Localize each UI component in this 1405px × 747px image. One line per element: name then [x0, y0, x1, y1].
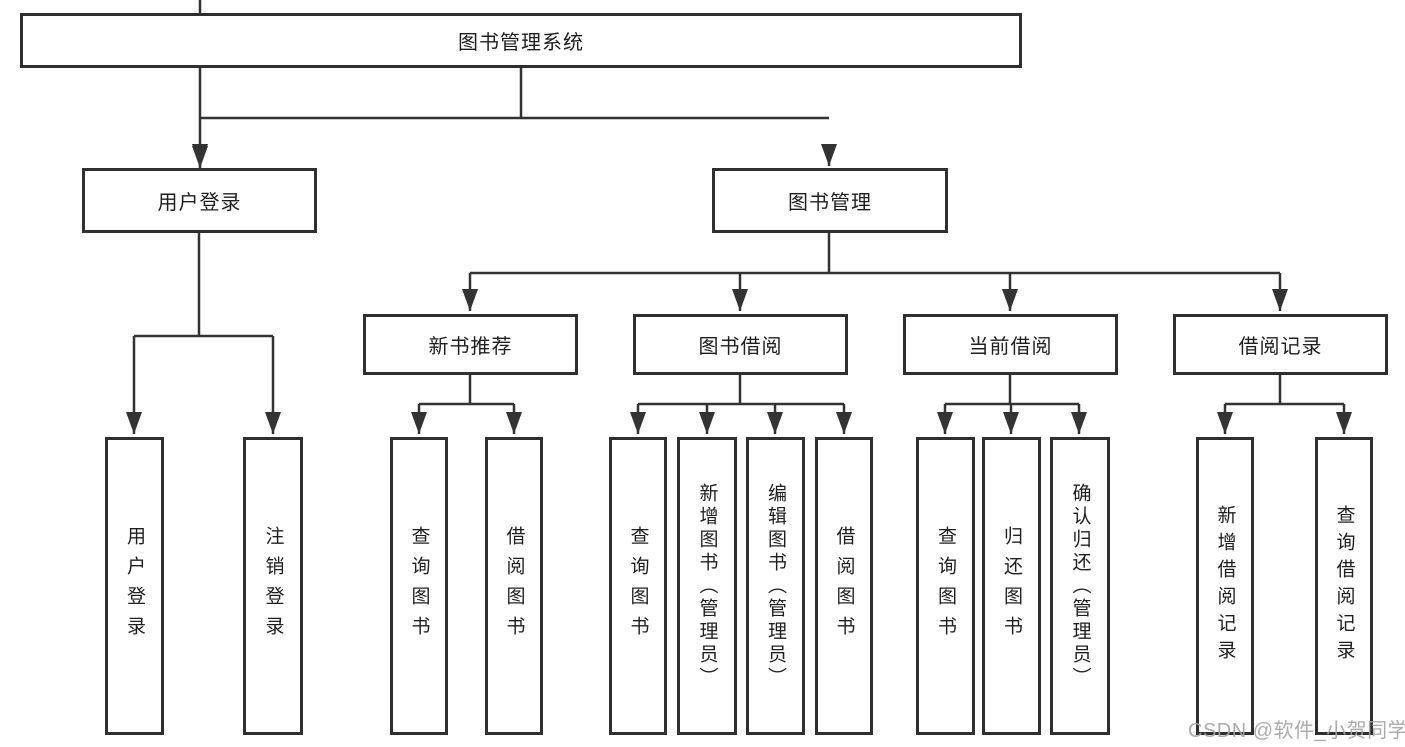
- csdn-watermark: CSDN @软件_小贺同学: [1188, 720, 1405, 742]
- leaf-label: 编辑图书（管理员）: [765, 482, 786, 690]
- leaf-label: 查询借阅记录: [1333, 505, 1355, 667]
- node-book-management-module: 图书管理: [712, 168, 948, 233]
- leaf-add-borrow-record: 新增借阅记录: [1196, 437, 1254, 735]
- leaf-logout: 注销登录: [243, 437, 303, 735]
- leaf-borrow-books-2: 借阅图书: [815, 437, 873, 735]
- node-root: 图书管理系统: [20, 13, 1022, 68]
- node-label: 图书借阅: [698, 336, 783, 358]
- leaf-label: 借阅图书: [833, 526, 855, 646]
- leaf-label: 查询图书: [408, 526, 430, 646]
- leaf-label: 借阅图书: [503, 526, 525, 646]
- leaf-label: 查询图书: [935, 526, 956, 646]
- leaf-user-login: 用户登录: [105, 437, 164, 735]
- node-label: 用户登录: [157, 192, 242, 214]
- node-label: 新书推荐: [428, 336, 513, 358]
- leaf-label: 归还图书: [1001, 526, 1022, 646]
- leaf-label: 用户登录: [124, 526, 145, 646]
- leaf-label: 注销登录: [262, 526, 284, 646]
- node-label: 当前借阅: [968, 336, 1053, 358]
- leaf-return-book: 归还图书: [982, 437, 1041, 735]
- node-borrow-records: 借阅记录: [1173, 314, 1388, 375]
- leaf-query-borrow-record: 查询借阅记录: [1315, 437, 1373, 735]
- leaf-borrow-books-1: 借阅图书: [485, 437, 543, 735]
- leaf-label: 新增图书（管理员）: [696, 482, 718, 690]
- leaf-add-book-admin: 新增图书（管理员）: [677, 437, 737, 735]
- node-user-login-module: 用户登录: [82, 168, 317, 233]
- node-label: 借阅记录: [1238, 336, 1323, 358]
- leaf-query-books-3: 查询图书: [916, 437, 975, 735]
- leaf-label: 查询图书: [627, 526, 649, 646]
- leaf-query-books-2: 查询图书: [609, 437, 667, 735]
- node-current-borrow: 当前借阅: [903, 314, 1118, 375]
- node-root-label: 图书管理系统: [458, 32, 584, 54]
- leaf-query-books-1: 查询图书: [390, 437, 448, 735]
- node-label: 图书管理: [788, 192, 872, 214]
- node-book-borrow: 图书借阅: [633, 314, 848, 375]
- leaf-label: 确认归还（管理员）: [1069, 482, 1091, 690]
- node-new-book-recommend: 新书推荐: [363, 314, 578, 375]
- leaf-edit-book-admin: 编辑图书（管理员）: [746, 437, 805, 735]
- leaf-label: 新增借阅记录: [1214, 505, 1236, 667]
- leaf-confirm-return-admin: 确认归还（管理员）: [1050, 437, 1110, 735]
